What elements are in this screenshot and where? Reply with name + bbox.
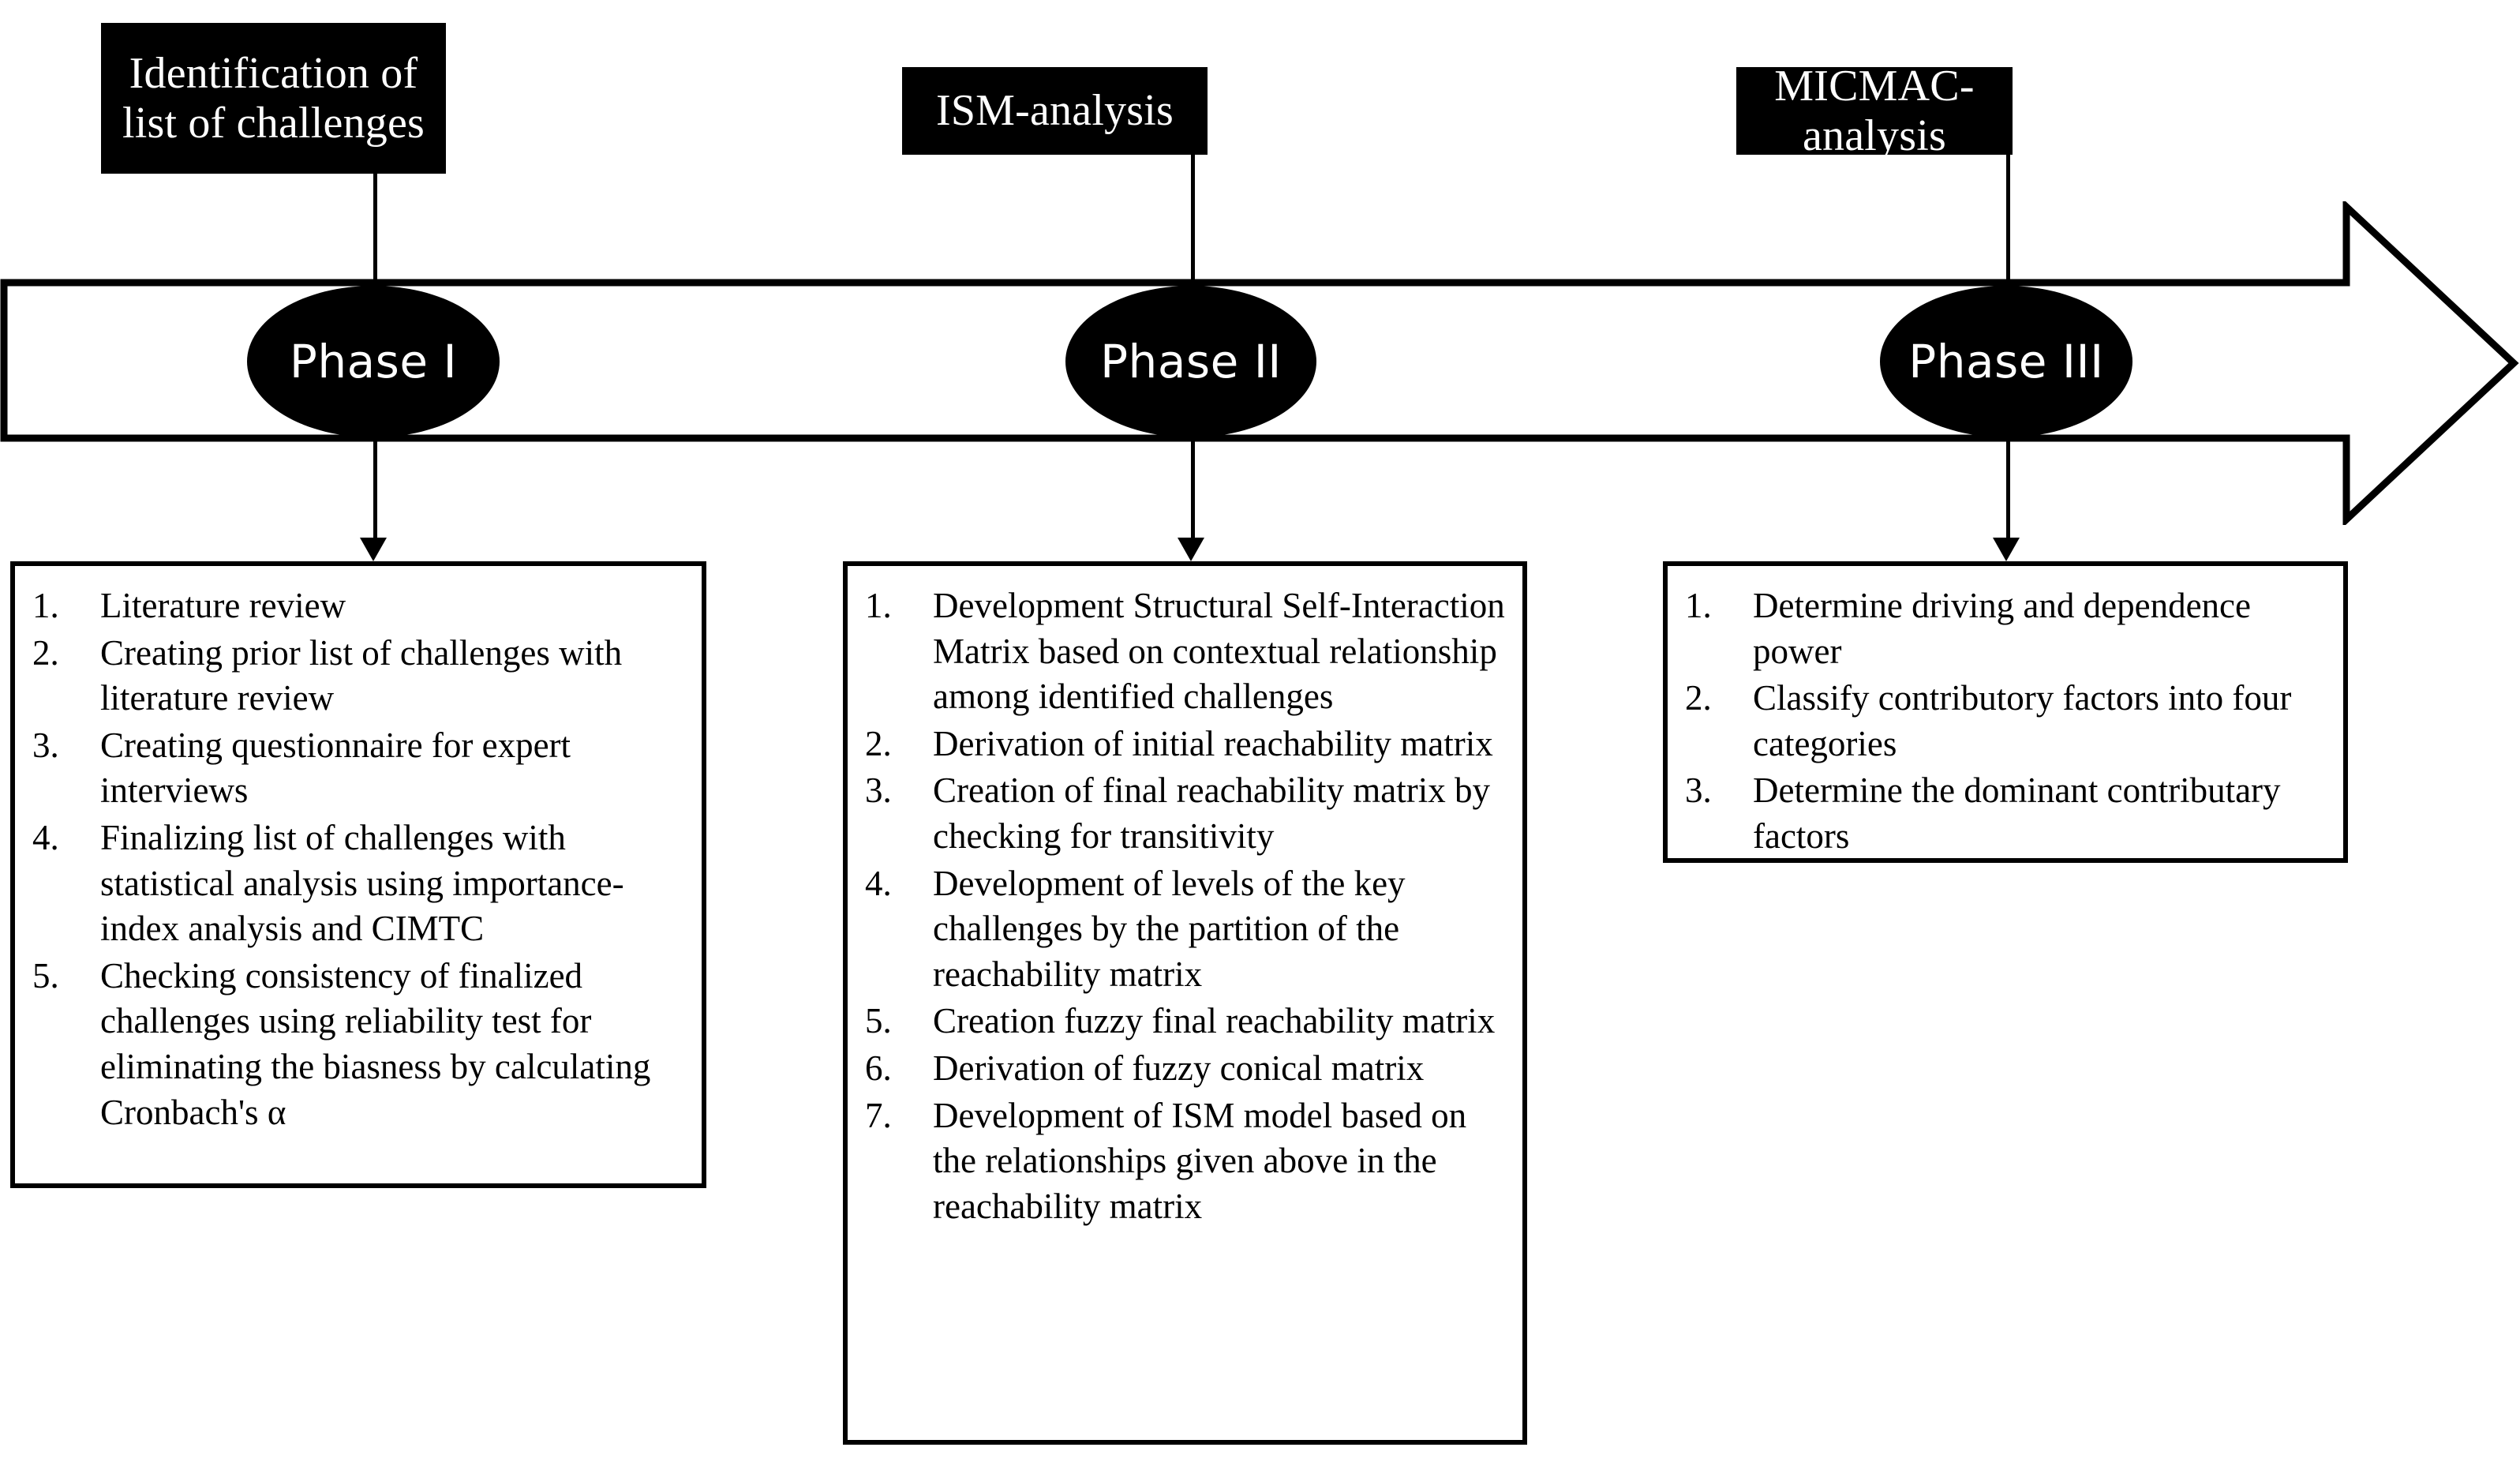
list-item-text: Creating questionnaire for expert interv…: [100, 725, 571, 811]
list-item: 2. Classify contributory factors into fo…: [1685, 676, 2329, 767]
list-item-text: Derivation of fuzzy conical matrix: [933, 1048, 1425, 1088]
list-item-number: 4.: [32, 817, 59, 857]
list-item-number: 1.: [32, 586, 59, 625]
list-item: 3. Creation of final reachability matrix…: [865, 768, 1508, 859]
list-item: 5. Checking consistency of finalized cha…: [32, 954, 687, 1135]
list-item: 4. Finalizing list of challenges with st…: [32, 815, 687, 952]
list-item-text: Finalizing list of challenges with stati…: [100, 817, 624, 949]
list-item: 1. Determine driving and dependence powe…: [1685, 583, 2329, 674]
connector-line-header-3: [2006, 155, 2010, 286]
list-item-text: Creating prior list of challenges with l…: [100, 632, 623, 718]
list-item-text: Development Structural Self-Interaction …: [933, 586, 1505, 717]
list-item-number: 2.: [1685, 678, 1712, 718]
steps-box-phase-3: 1. Determine driving and dependence powe…: [1663, 561, 2348, 863]
steps-box-phase-2: 1. Development Structural Self-Interacti…: [843, 561, 1527, 1445]
list-item: 1. Development Structural Self-Interacti…: [865, 583, 1508, 720]
connector-line-steps-2: [1191, 433, 1195, 539]
list-item: 2. Derivation of initial reachability ma…: [865, 722, 1508, 767]
list-item: 7. Development of ISM model based on the…: [865, 1093, 1508, 1230]
phase-header-label: MICMAC-analysis: [1774, 61, 1975, 160]
phase-header-label: Identification of list of challenges: [122, 48, 425, 148]
list-item-text: Classify contributory factors into four …: [1753, 678, 2292, 763]
arrowhead-down-icon: [360, 538, 387, 561]
phase-ellipse-3[interactable]: Phase III: [1880, 286, 2132, 437]
steps-list: 1. Determine driving and dependence powe…: [1668, 566, 2343, 869]
phase-header-identification[interactable]: Identification of list of challenges: [101, 23, 446, 174]
list-item-text: Literature review: [100, 586, 346, 625]
steps-list: 1. Development Structural Self-Interacti…: [848, 566, 1522, 1239]
list-item-text: Determine the dominant contributary fact…: [1753, 770, 2281, 856]
list-item: 4. Development of levels of the key chal…: [865, 861, 1508, 998]
list-item-number: 5.: [865, 1001, 892, 1041]
list-item: 3. Creating questionnaire for expert int…: [32, 723, 687, 814]
list-item: 5. Creation fuzzy final reachability mat…: [865, 999, 1508, 1044]
list-item-text: Creation of final reachability matrix by…: [933, 770, 1491, 856]
list-item-text: Determine driving and dependence power: [1753, 586, 2251, 671]
list-item-number: 2.: [865, 723, 892, 763]
phase-ellipse-label: Phase III: [1908, 335, 2104, 388]
list-item-number: 5.: [32, 955, 59, 995]
list-item-number: 3.: [32, 725, 59, 765]
list-item: 1. Literature review: [32, 583, 687, 629]
list-item-number: 7.: [865, 1095, 892, 1135]
steps-box-phase-1: 1. Literature review 2. Creating prior l…: [10, 561, 706, 1188]
phase-header-label: ISM-analysis: [935, 86, 1174, 136]
phase-ellipse-2[interactable]: Phase II: [1065, 286, 1316, 437]
list-item-number: 2.: [32, 632, 59, 673]
list-item-number: 3.: [1685, 770, 1712, 811]
arrowhead-down-icon: [1993, 538, 2020, 561]
list-item-number: 4.: [865, 863, 892, 903]
steps-list: 1. Literature review 2. Creating prior l…: [15, 566, 702, 1145]
connector-line-header-2: [1191, 155, 1195, 286]
connector-line-header-1: [373, 174, 377, 284]
phase-header-micmac-analysis[interactable]: MICMAC-analysis: [1736, 62, 2013, 160]
list-item: 6. Derivation of fuzzy conical matrix: [865, 1046, 1508, 1092]
list-item-number: 6.: [865, 1048, 892, 1088]
list-item-text: Development of levels of the key challen…: [933, 863, 1406, 994]
phase-ellipse-label: Phase II: [1100, 335, 1282, 388]
list-item-number: 1.: [865, 586, 892, 625]
list-item-text: Derivation of initial reachability matri…: [933, 723, 1493, 763]
phase-ellipse-label: Phase I: [289, 335, 458, 388]
phase-ellipse-1[interactable]: Phase I: [247, 286, 500, 437]
list-item-number: 3.: [865, 770, 892, 811]
list-item-text: Development of ISM model based on the re…: [933, 1095, 1467, 1226]
list-item: 2. Creating prior list of challenges wit…: [32, 631, 687, 722]
connector-line-steps-1: [373, 433, 377, 539]
connector-line-steps-3: [2006, 433, 2010, 539]
list-item-text: Checking consistency of finalized challe…: [100, 955, 651, 1132]
arrowhead-down-icon: [1178, 538, 1204, 561]
list-item-text: Creation fuzzy final reachability matrix: [933, 1001, 1496, 1041]
phase-header-ism-analysis[interactable]: ISM-analysis: [902, 67, 1208, 155]
list-item-number: 1.: [1685, 586, 1712, 625]
list-item: 3. Determine the dominant contributary f…: [1685, 768, 2329, 859]
